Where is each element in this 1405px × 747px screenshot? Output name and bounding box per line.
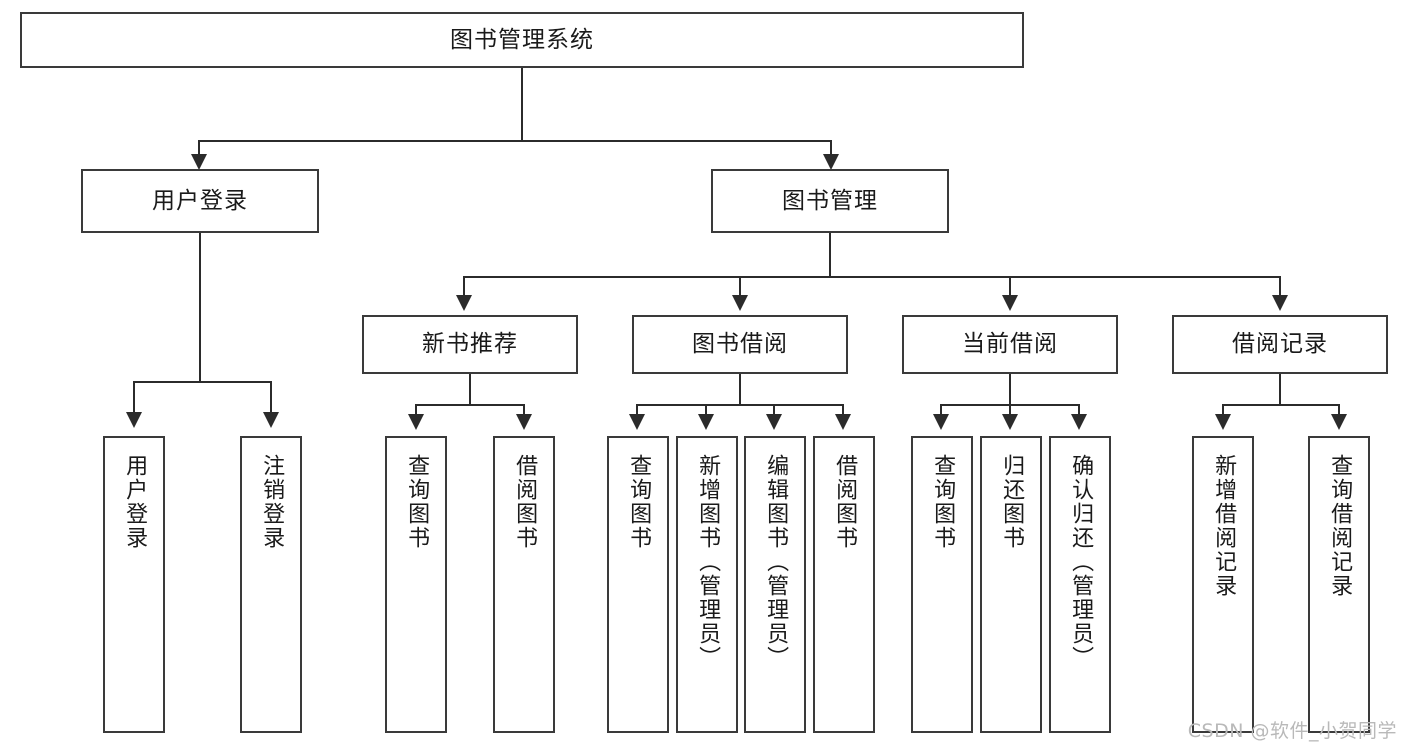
edge-nb-to-leaf-2	[523, 404, 525, 420]
arrow-cb-to-leaf-1	[933, 414, 949, 430]
edge-nb-to-leaf-1	[415, 404, 417, 420]
node-label: 确认归还（管理员）	[1068, 454, 1094, 670]
node-leaf-user-login[interactable]: 用户登录	[103, 436, 165, 733]
edge-borrow-record-stem	[1279, 374, 1281, 406]
edge-root-bus	[198, 140, 832, 142]
node-label: 当前借阅	[962, 331, 1058, 357]
edge-bm-to-current-borrow	[1009, 276, 1011, 302]
node-leaf-query-record[interactable]: 查询借阅记录	[1308, 436, 1370, 733]
node-book-management-system[interactable]: 图书管理系统	[20, 12, 1024, 68]
arrow-bb-to-leaf-1	[629, 414, 645, 430]
edge-root-to-book-management	[830, 140, 832, 162]
edge-bm-to-new-book	[463, 276, 465, 302]
node-leaf-borrow-book-2[interactable]: 借阅图书	[813, 436, 875, 733]
arrow-br-to-leaf-2	[1331, 414, 1347, 430]
edge-bb-to-leaf-4	[842, 404, 844, 420]
node-leaf-add-record[interactable]: 新增借阅记录	[1192, 436, 1254, 733]
node-leaf-add-book[interactable]: 新增图书（管理员）	[676, 436, 738, 733]
node-leaf-return-book[interactable]: 归还图书	[980, 436, 1042, 733]
node-leaf-confirm-return[interactable]: 确认归还（管理员）	[1049, 436, 1111, 733]
node-label: 查询图书	[930, 454, 956, 550]
node-current-borrow[interactable]: 当前借阅	[902, 315, 1118, 374]
arrow-root-to-user-login	[191, 154, 207, 170]
node-book-borrow[interactable]: 图书借阅	[632, 315, 848, 374]
edge-current-borrow-stem	[1009, 374, 1011, 406]
node-label: 查询借阅记录	[1327, 454, 1353, 598]
arrow-bb-to-leaf-2	[698, 414, 714, 430]
edge-bm-to-book-borrow	[739, 276, 741, 302]
edge-user-login-to-leaf-1	[133, 381, 135, 417]
node-label: 新书推荐	[422, 331, 518, 357]
node-borrow-record[interactable]: 借阅记录	[1172, 315, 1388, 374]
node-label: 新增图书（管理员）	[695, 454, 721, 670]
edge-user-login-bus	[133, 381, 271, 383]
node-book-management[interactable]: 图书管理	[711, 169, 949, 233]
edge-user-login-to-leaf-2	[270, 381, 272, 417]
arrow-user-login-to-leaf-2	[263, 412, 279, 428]
node-leaf-borrow-book-1[interactable]: 借阅图书	[493, 436, 555, 733]
node-label: 注销登录	[259, 454, 285, 550]
arrow-bm-to-book-borrow	[732, 295, 748, 311]
edge-book-borrow-bus	[636, 404, 844, 406]
node-leaf-query-book-2[interactable]: 查询图书	[607, 436, 669, 733]
arrow-cb-to-leaf-2	[1002, 414, 1018, 430]
node-label: 借阅图书	[512, 454, 538, 550]
node-leaf-edit-book[interactable]: 编辑图书（管理员）	[744, 436, 806, 733]
edge-book-borrow-stem	[739, 374, 741, 406]
node-leaf-query-book-3[interactable]: 查询图书	[911, 436, 973, 733]
arrow-nb-to-leaf-2	[516, 414, 532, 430]
arrow-bb-to-leaf-3	[766, 414, 782, 430]
edge-root-to-user-login	[198, 140, 200, 162]
edge-br-to-leaf-1	[1222, 404, 1224, 420]
arrow-bm-to-current-borrow	[1002, 295, 1018, 311]
arrow-bm-to-new-book	[456, 295, 472, 311]
edge-cb-to-leaf-3	[1078, 404, 1080, 420]
arrow-bm-to-borrow-record	[1272, 295, 1288, 311]
edge-book-management-stem	[829, 233, 831, 278]
node-label: 新增借阅记录	[1211, 454, 1237, 598]
node-label: 归还图书	[999, 454, 1025, 550]
edge-br-to-leaf-2	[1338, 404, 1340, 420]
node-label: 查询图书	[626, 454, 652, 550]
watermark-text: CSDN @软件_小贺同学	[1187, 720, 1397, 742]
edge-new-book-stem	[469, 374, 471, 406]
node-user-login[interactable]: 用户登录	[81, 169, 319, 233]
node-label: 图书借阅	[692, 331, 788, 357]
node-new-book-recommend[interactable]: 新书推荐	[362, 315, 578, 374]
node-label: 查询图书	[404, 454, 430, 550]
edge-bm-to-borrow-record	[1279, 276, 1281, 302]
edge-bb-to-leaf-2	[705, 404, 707, 420]
node-label: 图书管理系统	[450, 26, 594, 53]
edge-cb-to-leaf-1	[940, 404, 942, 420]
arrow-cb-to-leaf-3	[1071, 414, 1087, 430]
node-label: 编辑图书（管理员）	[763, 454, 789, 670]
edge-user-login-stem	[199, 233, 201, 383]
arrow-root-to-book-management	[823, 154, 839, 170]
edge-borrow-record-bus	[1222, 404, 1340, 406]
node-label: 借阅图书	[832, 454, 858, 550]
edge-cb-to-leaf-2	[1009, 404, 1011, 420]
node-label: 用户登录	[152, 187, 248, 214]
edge-new-book-bus	[415, 404, 525, 406]
arrow-nb-to-leaf-1	[408, 414, 424, 430]
edge-root-stem	[521, 68, 523, 141]
node-label: 用户登录	[122, 454, 148, 550]
arrow-user-login-to-leaf-1	[126, 412, 142, 428]
edge-book-management-bus	[463, 276, 1280, 278]
node-label: 图书管理	[782, 187, 878, 214]
arrow-br-to-leaf-1	[1215, 414, 1231, 430]
node-label: 借阅记录	[1232, 331, 1328, 357]
node-leaf-logout-login[interactable]: 注销登录	[240, 436, 302, 733]
node-leaf-query-book-1[interactable]: 查询图书	[385, 436, 447, 733]
edge-bb-to-leaf-1	[636, 404, 638, 420]
edge-bb-to-leaf-3	[773, 404, 775, 420]
arrow-bb-to-leaf-4	[835, 414, 851, 430]
